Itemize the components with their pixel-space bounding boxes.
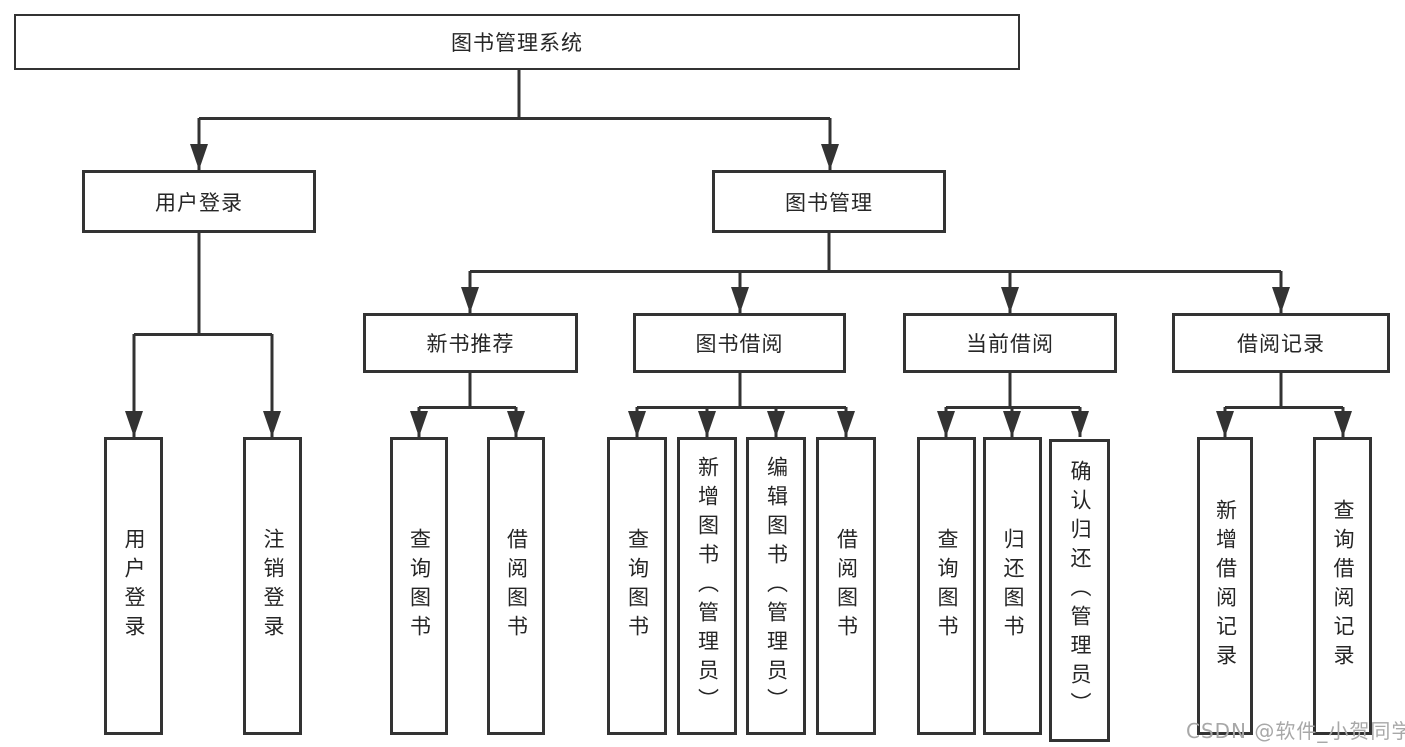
leaf-confirm-return-admin: 确认归还（管理员） <box>1049 439 1110 742</box>
node-root: 图书管理系统 <box>14 14 1020 70</box>
leaf-label: 归还图书 <box>1001 528 1026 644</box>
leaf-label: 新增图书（管理员） <box>695 455 720 717</box>
leaf-query-book-1: 查询图书 <box>390 437 448 735</box>
leaf-label: 用户登录 <box>122 528 147 644</box>
leaf-add-book-admin: 新增图书（管理员） <box>677 437 737 735</box>
leaf-label: 查询图书 <box>625 528 650 644</box>
leaf-return-book: 归还图书 <box>983 437 1042 735</box>
csdn-watermark: CSDN @软件_小贺同学 <box>1186 719 1405 743</box>
leaf-logout: 注销登录 <box>243 437 302 735</box>
leaf-label: 借阅图书 <box>834 528 859 644</box>
leaf-query-borrow-record: 查询借阅记录 <box>1313 437 1372 735</box>
leaf-edit-book-admin: 编辑图书（管理员） <box>746 437 806 735</box>
node-book-borrow: 图书借阅 <box>633 313 846 373</box>
node-borrow-record: 借阅记录 <box>1172 313 1390 373</box>
leaf-query-book-2: 查询图书 <box>607 437 667 735</box>
leaf-label: 查询图书 <box>935 528 960 644</box>
leaf-label: 查询图书 <box>407 528 432 644</box>
node-book-management-branch: 图书管理 <box>712 170 946 233</box>
node-current-borrow: 当前借阅 <box>903 313 1117 373</box>
leaf-label: 编辑图书（管理员） <box>764 455 789 717</box>
leaf-user-login: 用户登录 <box>104 437 163 735</box>
leaf-query-book-3: 查询图书 <box>917 437 976 735</box>
leaf-borrow-book-1: 借阅图书 <box>487 437 545 735</box>
leaf-label: 新增借阅记录 <box>1213 499 1238 673</box>
leaf-label: 确认归还（管理员） <box>1068 460 1093 721</box>
node-user-login-branch: 用户登录 <box>82 170 316 233</box>
leaf-label: 查询借阅记录 <box>1331 499 1356 673</box>
leaf-label: 借阅图书 <box>504 528 529 644</box>
leaf-label: 注销登录 <box>261 528 286 644</box>
leaf-borrow-book-2: 借阅图书 <box>816 437 876 735</box>
leaf-add-borrow-record: 新增借阅记录 <box>1197 437 1253 735</box>
node-new-book-recommend: 新书推荐 <box>363 313 578 373</box>
